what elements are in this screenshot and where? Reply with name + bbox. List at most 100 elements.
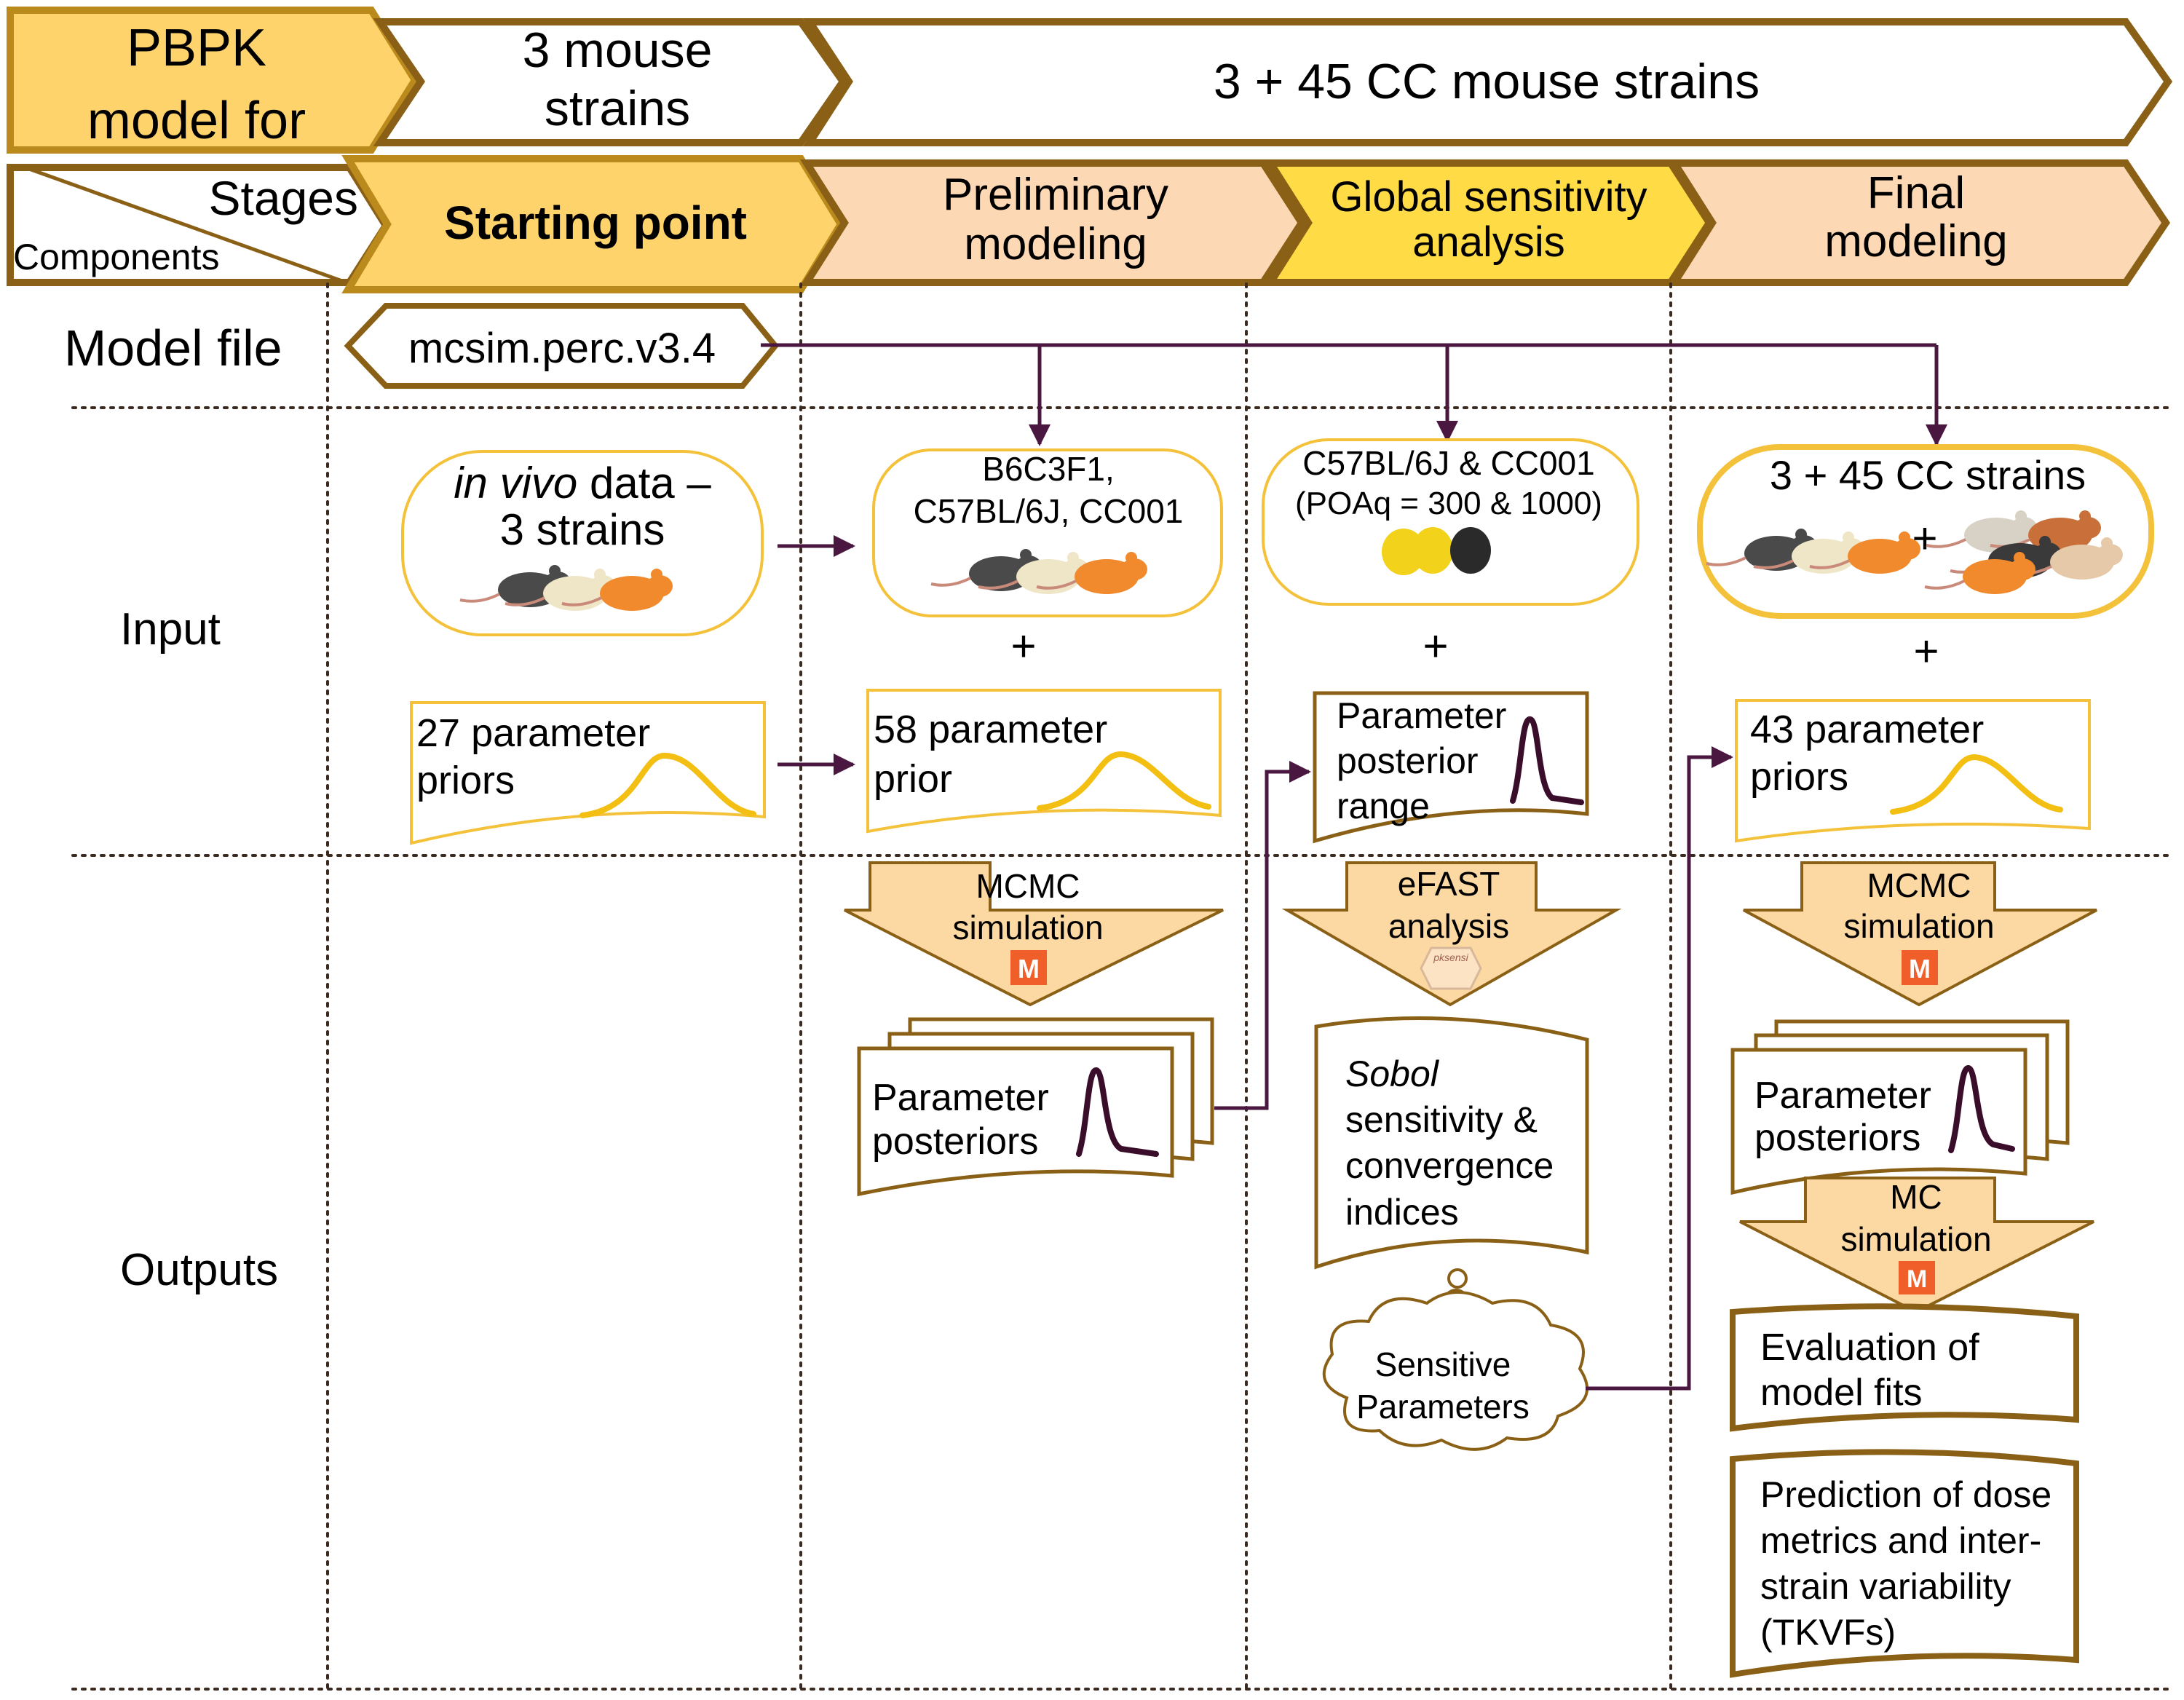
stage3-line1: Global sensitivity (1330, 173, 1647, 221)
svg-text:M: M (1907, 1265, 1927, 1293)
m-logo-icon: M (1010, 950, 1047, 985)
row-label-model-file: Model file (64, 320, 282, 376)
stage2-line2: modeling (964, 219, 1147, 269)
stage3-line2: analysis (1412, 218, 1565, 266)
stages-word: Stages (209, 171, 358, 225)
posterior-distribution-icon (1076, 1067, 1159, 1157)
priors58-line2: prior (874, 757, 952, 801)
invivo-italic: in vivo (454, 459, 577, 507)
plus-final: + (1913, 627, 1939, 676)
all-strains-label: 3 + 45 CC mouse strains (1214, 54, 1760, 109)
model-file-box: mcsim.perc.v3.4 (344, 303, 780, 389)
prediction-line4: (TKVFs) (1760, 1612, 1896, 1653)
stage4-line1: Final (1867, 168, 1965, 218)
mc-line2: simulation (1840, 1220, 1991, 1258)
mc-simulation: MC simulation M (1739, 1177, 2094, 1314)
gsa-strains-line2: (POAq = 300 & 1000) (1295, 486, 1602, 521)
stage1-label: Starting point (444, 197, 747, 249)
mcmc-simulation-1: MCMC simulation M (844, 861, 1224, 1007)
priors-43-box: 43 parameter priors (1735, 699, 2091, 843)
evaluation-box: Evaluation of model fits (1730, 1303, 2079, 1432)
priors27-line2: priors (416, 759, 515, 802)
arrow-sensitive-to-priors43 (1586, 746, 1733, 1391)
header-three-strains-chevron: 3 mouse strains (373, 18, 848, 146)
three-strains-line2: strains (545, 81, 690, 136)
parameter-posteriors-1: Parameter posteriors (857, 1017, 1214, 1197)
priors-58-box: 58 parameter prior (866, 689, 1222, 834)
prediction-line2: metrics and inter- (1760, 1520, 2041, 1561)
prior-distribution-icon (579, 753, 756, 818)
posteriors2-line1: Parameter (1754, 1075, 1931, 1117)
posterior-range-line2: posterior (1337, 740, 1479, 781)
svg-text:pksensi: pksensi (1433, 952, 1468, 963)
evaluation-line1: Evaluation of (1760, 1327, 1979, 1369)
sobol-indices-box: Sobol sensitivity & convergence indices (1314, 1016, 1589, 1270)
sensitive-line1: Sensitive (1375, 1345, 1511, 1383)
header-all-strains-chevron: 3 + 45 CC mouse strains (802, 18, 2173, 146)
invivo-rest: data – (577, 459, 711, 507)
stage2-line1: Preliminary (943, 170, 1168, 220)
posterior-range-line1: Parameter (1337, 695, 1506, 736)
stage-global-sensitivity: Global sensitivity analysis (1263, 159, 1714, 286)
pbpk-line1: PBPK (127, 19, 266, 77)
posterior-distribution-icon (1948, 1065, 2015, 1153)
invivo-data-box: in vivo data – 3 strains (401, 450, 764, 636)
sensitive-line2: Parameters (1356, 1388, 1530, 1426)
three-strains-line1: 3 mouse (523, 23, 713, 78)
posterior-range-box: Parameter posterior range (1313, 691, 1589, 844)
mcmc2-line2: simulation (1843, 907, 1994, 945)
invivo-line2: 3 strains (500, 505, 665, 554)
priors43-line1: 43 parameter (1750, 708, 1984, 751)
mcmc2-line1: MCMC (1867, 866, 1971, 904)
evaluation-line2: model fits (1760, 1372, 1923, 1414)
sobol-line3: convergence (1345, 1145, 1554, 1186)
stage-final-modeling: Final modeling (1667, 159, 2171, 286)
posteriors2-line2: posteriors (1754, 1117, 1920, 1159)
final-strains-label: 3 + 45 CC strains (1770, 452, 2086, 498)
final-strains-box: 3 + 45 CC strains + (1697, 444, 2154, 619)
model-file-name: mcsim.perc.v3.4 (408, 325, 716, 372)
mouse-pair-icon (1382, 527, 1491, 575)
prelim-strains-line1: B6C3F1, (982, 450, 1115, 488)
posteriors1-line2: posteriors (872, 1120, 1038, 1163)
efast-analysis: eFAST analysis pksensi (1281, 861, 1622, 1007)
posteriors1-line1: Parameter (872, 1077, 1049, 1119)
svg-text:M: M (1909, 954, 1931, 984)
components-word: Components (13, 237, 220, 277)
priors43-line2: priors (1750, 755, 1848, 799)
prelim-strains-line2: C57BL/6J, CC001 (914, 492, 1184, 530)
prior-distribution-icon (1890, 754, 2063, 815)
mcmc-simulation-2: MCMC simulation M (1743, 861, 2097, 1007)
m-logo-icon: M (1899, 1261, 1935, 1294)
posterior-range-line3: range (1337, 786, 1430, 826)
svg-text:M: M (1018, 954, 1040, 984)
posterior-distribution-icon (1510, 716, 1584, 805)
sobol-italic: Sobol (1345, 1053, 1440, 1094)
parameter-posteriors-2: Parameter posteriors (1730, 1019, 2070, 1195)
mcmc1-line2: simulation (952, 909, 1103, 946)
stage-starting-point: Starting point (341, 155, 845, 293)
priors-27-box: 27 parameter priors (410, 701, 766, 845)
pksensi-logo-icon: pksensi (1420, 946, 1482, 990)
stage4-line2: modeling (1824, 216, 2008, 266)
model-file-arrows (761, 343, 1947, 446)
sobol-line4: indices (1345, 1192, 1459, 1233)
header-pbpk-chevron: PBPK model for (7, 7, 419, 154)
gsa-strains-box: C57BL/6J & CC001 (POAq = 300 & 1000) (1262, 438, 1639, 606)
priors27-line1: 27 parameter (416, 711, 650, 755)
efast-line2: analysis (1388, 907, 1509, 945)
sobol-line2: sensitivity & (1345, 1099, 1538, 1140)
pbpk-line2: model for (87, 92, 306, 150)
m-logo-icon: M (1902, 950, 1938, 985)
arrow-posteriors-to-range (1214, 761, 1311, 1110)
prelim-strains-box: B6C3F1, C57BL/6J, CC001 (872, 448, 1223, 617)
prediction-line3: strain variability (1760, 1566, 2011, 1607)
plus-prelim: + (1010, 622, 1036, 671)
prior-distribution-icon (1037, 751, 1211, 811)
final-strains-plus: + (1912, 514, 1937, 563)
mcmc1-line1: MCMC (976, 867, 1080, 905)
sensitive-parameters-cloud: Sensitive Parameters (1322, 1291, 1588, 1451)
stage-preliminary-modeling: Preliminary modeling (799, 159, 1306, 286)
prediction-line1: Prediction of dose (1760, 1474, 2052, 1515)
row-label-outputs: Outputs (120, 1245, 278, 1295)
